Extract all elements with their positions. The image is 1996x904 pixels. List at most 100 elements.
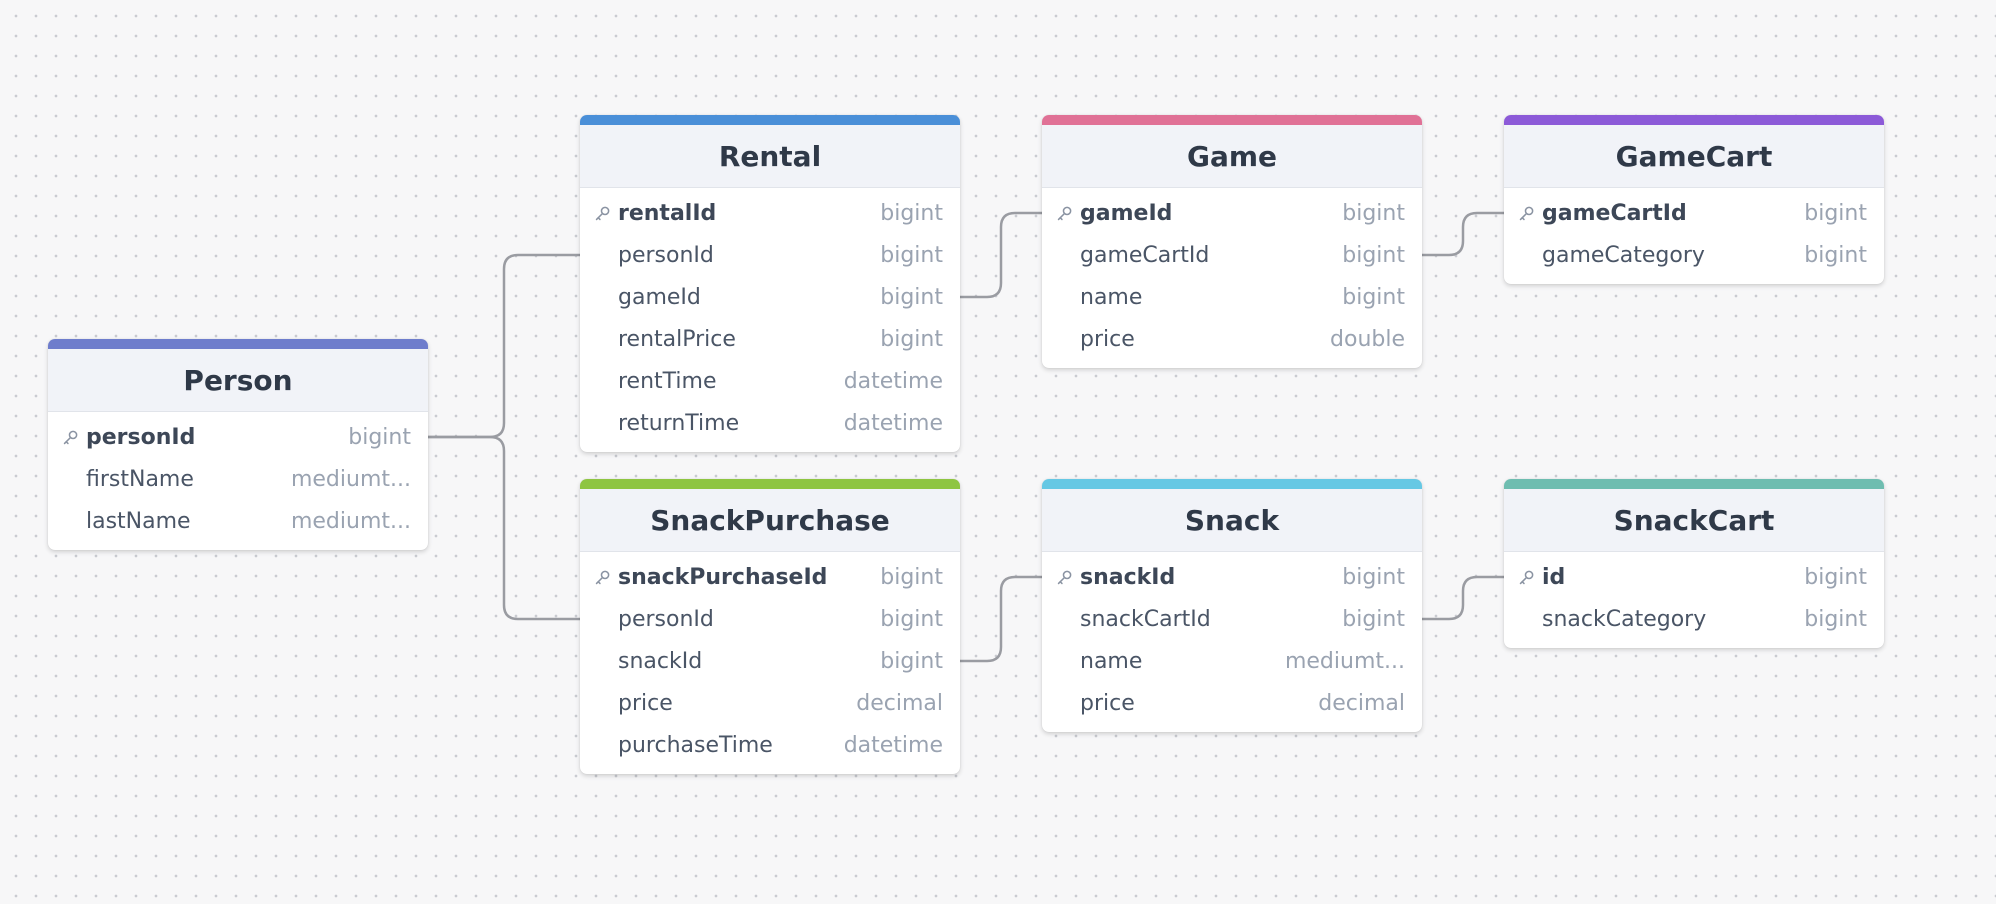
column-row[interactable]: id bigint [1504, 556, 1884, 598]
relation-line [960, 575, 1042, 663]
column-type: datetime [843, 368, 943, 394]
column-row[interactable]: personId bigint [580, 234, 960, 276]
table-header[interactable]: Rental [580, 125, 960, 188]
table-title: SnackCart [1613, 503, 1775, 537]
column-type: bigint [880, 200, 943, 226]
column-row[interactable]: price decimal [1042, 682, 1422, 724]
column-name: id [1542, 564, 1566, 590]
table-title: SnackPurchase [650, 503, 890, 537]
column-row[interactable]: rentTime datetime [580, 360, 960, 402]
column-type: double [1330, 326, 1405, 352]
table-title: GameCart [1615, 139, 1773, 173]
column-name: snackId [1080, 564, 1176, 590]
relation-line [1422, 575, 1504, 621]
table-title: Snack [1184, 503, 1280, 537]
table-header[interactable]: Person [48, 349, 428, 412]
column-type: mediumt... [1284, 648, 1405, 674]
table-title: Game [1186, 139, 1278, 173]
column-row[interactable]: snackId bigint [580, 640, 960, 682]
column-name: personId [86, 424, 196, 450]
table-title: Person [183, 363, 293, 397]
column-name: gameCategory [1542, 242, 1705, 268]
column-name: rentTime [618, 368, 717, 394]
column-type: bigint [880, 326, 943, 352]
column-type: bigint [1804, 200, 1867, 226]
relation-line [428, 253, 580, 439]
key-icon [1056, 205, 1080, 222]
table-header[interactable]: SnackCart [1504, 489, 1884, 552]
table-header[interactable]: Game [1042, 125, 1422, 188]
column-name: price [1080, 690, 1135, 716]
column-type: bigint [880, 606, 943, 632]
column-type: bigint [1342, 606, 1405, 632]
table-accent-bar [1042, 479, 1422, 489]
table-accent-bar [580, 115, 960, 125]
column-name: snackCategory [1542, 606, 1707, 632]
column-type: bigint [1342, 284, 1405, 310]
column-row[interactable]: price double [1042, 318, 1422, 360]
column-name: price [1080, 326, 1135, 352]
column-type: decimal [856, 690, 943, 716]
table-header[interactable]: GameCart [1504, 125, 1884, 188]
relation-line [960, 211, 1042, 299]
column-name: returnTime [618, 410, 740, 436]
table-accent-bar [1042, 115, 1422, 125]
column-name: snackPurchaseId [618, 564, 828, 590]
column-name: lastName [86, 508, 191, 534]
column-name: snackId [618, 648, 703, 674]
table-title: Rental [718, 139, 822, 173]
column-type: bigint [1342, 242, 1405, 268]
relation-line [1422, 211, 1504, 257]
column-type: bigint [1804, 564, 1867, 590]
key-icon [1518, 569, 1542, 586]
table-accent-bar [580, 479, 960, 489]
table-header[interactable]: Snack [1042, 489, 1422, 552]
column-type: bigint [880, 242, 943, 268]
column-row[interactable]: name bigint [1042, 276, 1422, 318]
column-name: name [1080, 648, 1143, 674]
key-icon [62, 429, 86, 446]
key-icon [1056, 569, 1080, 586]
column-row[interactable]: gameCartId bigint [1042, 234, 1422, 276]
column-name: name [1080, 284, 1143, 310]
column-name: personId [618, 242, 714, 268]
column-row[interactable]: name mediumt... [1042, 640, 1422, 682]
column-type: datetime [843, 732, 943, 758]
table-header[interactable]: SnackPurchase [580, 489, 960, 552]
column-name: gameCartId [1080, 242, 1210, 268]
column-type: decimal [1318, 690, 1405, 716]
column-type: bigint [880, 648, 943, 674]
